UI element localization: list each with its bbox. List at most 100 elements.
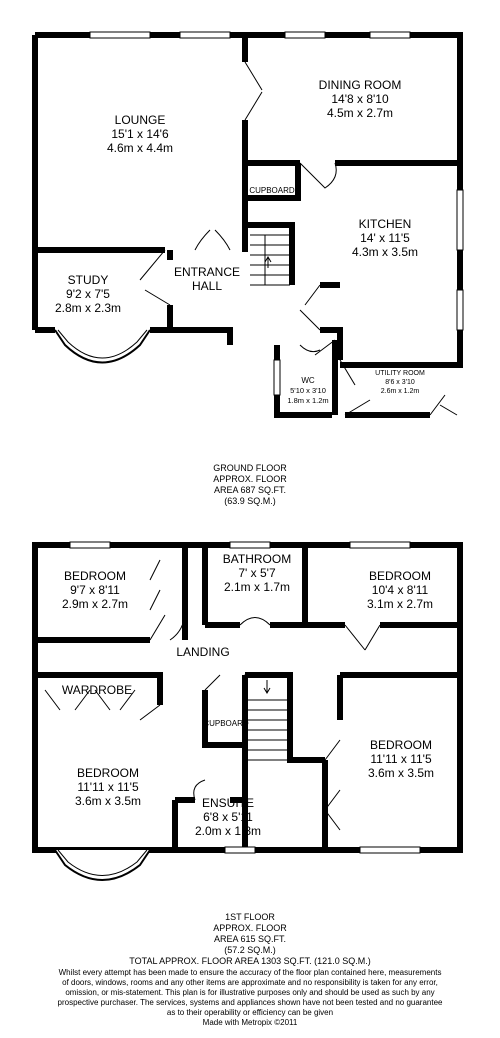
first-floor-plan <box>32 542 463 853</box>
utility-imperial: 8'6 x 3'10 <box>385 379 415 386</box>
bedroom-b-name: BEDROOM <box>369 569 431 583</box>
bathroom-imperial: 7' x 5'7 <box>238 566 276 580</box>
ground-caption-line: APPROX. FLOOR <box>213 474 287 484</box>
entrance-hall-line2: HALL <box>192 279 222 293</box>
door <box>344 399 371 416</box>
door <box>344 624 381 651</box>
window <box>456 189 464 251</box>
kitchen-imperial: 14' x 11'5 <box>360 231 410 245</box>
bedroom-d-imperial: 11'11 x 11'5 <box>370 752 432 766</box>
kitchen-metric: 4.3m x 3.5m <box>352 245 418 259</box>
study-bay-window <box>54 329 151 364</box>
bedroom-a-metric: 2.9m x 2.7m <box>62 597 128 611</box>
door <box>429 394 458 416</box>
wardrobe-label: WARDROBE <box>62 683 132 697</box>
bedroom-c-metric: 3.6m x 3.5m <box>75 794 141 808</box>
window <box>284 31 326 39</box>
study-wall <box>35 250 173 333</box>
ensuite-name: ENSUITE <box>202 796 254 810</box>
utility-name: UTILITY ROOM <box>375 370 425 377</box>
landing-label: LANDING <box>176 645 229 659</box>
stair-steps <box>245 699 290 751</box>
study-metric: 2.8m x 2.3m <box>55 301 121 315</box>
bedroom-d-name: BEDROOM <box>370 738 432 752</box>
first-staircase <box>244 674 291 761</box>
wc-imperial: 5'10 x 3'10 <box>290 386 326 395</box>
stair-arrow <box>264 256 272 268</box>
first-labels: BEDROOM 9'7 x 8'11 2.9m x 2.7m BATHROOM … <box>62 552 434 838</box>
study-name: STUDY <box>68 273 109 287</box>
ground-windows <box>89 31 464 396</box>
kitchen-name: KITCHEN <box>359 217 412 231</box>
door <box>299 162 337 189</box>
first-wall <box>337 672 460 720</box>
door <box>299 284 321 331</box>
bedroom-c-name: BEDROOM <box>77 766 139 780</box>
window <box>456 289 464 331</box>
ensuite-metric: 2.0m x 1.8m <box>195 824 261 838</box>
ground-floor-plan <box>32 32 463 418</box>
first-windows <box>69 541 421 854</box>
bedroom-d-metric: 3.6m x 3.5m <box>368 766 434 780</box>
door <box>239 617 271 626</box>
first-floor-caption: 1ST FLOOR APPROX. FLOOR AREA 615 SQ.FT. … <box>0 912 500 967</box>
first-doors <box>44 559 381 831</box>
door <box>244 61 263 121</box>
lounge-metric: 4.6m x 4.4m <box>107 141 173 155</box>
ensuite-imperial: 6'8 x 5'11 <box>203 810 253 824</box>
study-imperial: 9'2 x 7'5 <box>66 287 110 301</box>
metropix-credit: Made with Metropix ©2011 <box>202 1018 298 1027</box>
bay-inner <box>57 849 148 876</box>
disclaimer-line: as to their operability or efficiency ca… <box>166 1008 334 1017</box>
bay-inner <box>57 329 148 359</box>
first-caption-line: AREA 615 SQ.FT. <box>213 934 287 944</box>
first-wall <box>172 797 245 850</box>
stair-outline <box>244 674 291 761</box>
bedroom-a-imperial: 9'7 x 8'11 <box>70 583 120 597</box>
first-caption-line: 1ST FLOOR <box>225 912 275 922</box>
door <box>139 704 161 721</box>
ground-labels: LOUNGE 15'1 x 14'6 4.6m x 4.4m DINING RO… <box>55 78 425 405</box>
stair-steps <box>250 234 290 286</box>
window <box>179 31 231 39</box>
dining-metric: 4.5m x 2.7m <box>327 106 393 120</box>
kitchen-lower-wall <box>320 282 460 368</box>
ground-caption-line: (63.9 SQ.M.) <box>224 496 276 506</box>
bedroom-b-imperial: 10'4 x 8'11 <box>372 583 429 597</box>
first-caption-line: (57.2 SQ.M.) <box>224 945 276 955</box>
window <box>349 541 411 549</box>
stair-wall <box>245 222 295 285</box>
ground-doors <box>139 61 458 416</box>
bedroom-b-metric: 3.1m x 2.7m <box>367 597 433 611</box>
disclaimer-line: of doors, windows, rooms and any other i… <box>62 978 438 987</box>
ground-caption-line: GROUND FLOOR <box>213 463 287 473</box>
stair-arrow <box>263 680 271 694</box>
disclaimer-line: omission, or mis-statement. This plan is… <box>65 988 435 997</box>
door <box>193 779 206 801</box>
dining-imperial: 14'8 x 8'10 <box>331 92 389 106</box>
wc-name: WC <box>301 376 315 385</box>
first-wall <box>35 672 163 705</box>
door <box>139 249 171 306</box>
first-outer-wall <box>32 542 463 853</box>
window <box>359 846 421 854</box>
first-caption-line: APPROX. FLOOR <box>213 923 287 933</box>
ground-staircase <box>250 234 290 286</box>
disclaimer-line: Whilst every attempt has been made to en… <box>58 968 442 977</box>
window <box>69 541 111 549</box>
dining-name: DINING ROOM <box>319 78 402 92</box>
window <box>369 31 411 39</box>
disclaimer: Whilst every attempt has been made to en… <box>0 968 500 1028</box>
door <box>324 739 341 831</box>
disclaimer-line: prospective purchaser. The services, sys… <box>57 998 443 1007</box>
door <box>194 229 231 251</box>
utility-metric: 2.6m x 1.2m <box>381 388 420 395</box>
entrance-hall-line1: ENTRANCE <box>174 265 240 279</box>
window <box>89 31 151 39</box>
lounge-imperial: 15'1 x 14'6 <box>111 127 169 141</box>
bathroom-metric: 2.1m x 1.7m <box>224 580 290 594</box>
total-area: TOTAL APPROX. FLOOR AREA 1303 SQ.FT. (12… <box>129 956 371 966</box>
lounge-name: LOUNGE <box>115 113 166 127</box>
ground-cupboard-label: CUPBOARD <box>249 186 295 195</box>
